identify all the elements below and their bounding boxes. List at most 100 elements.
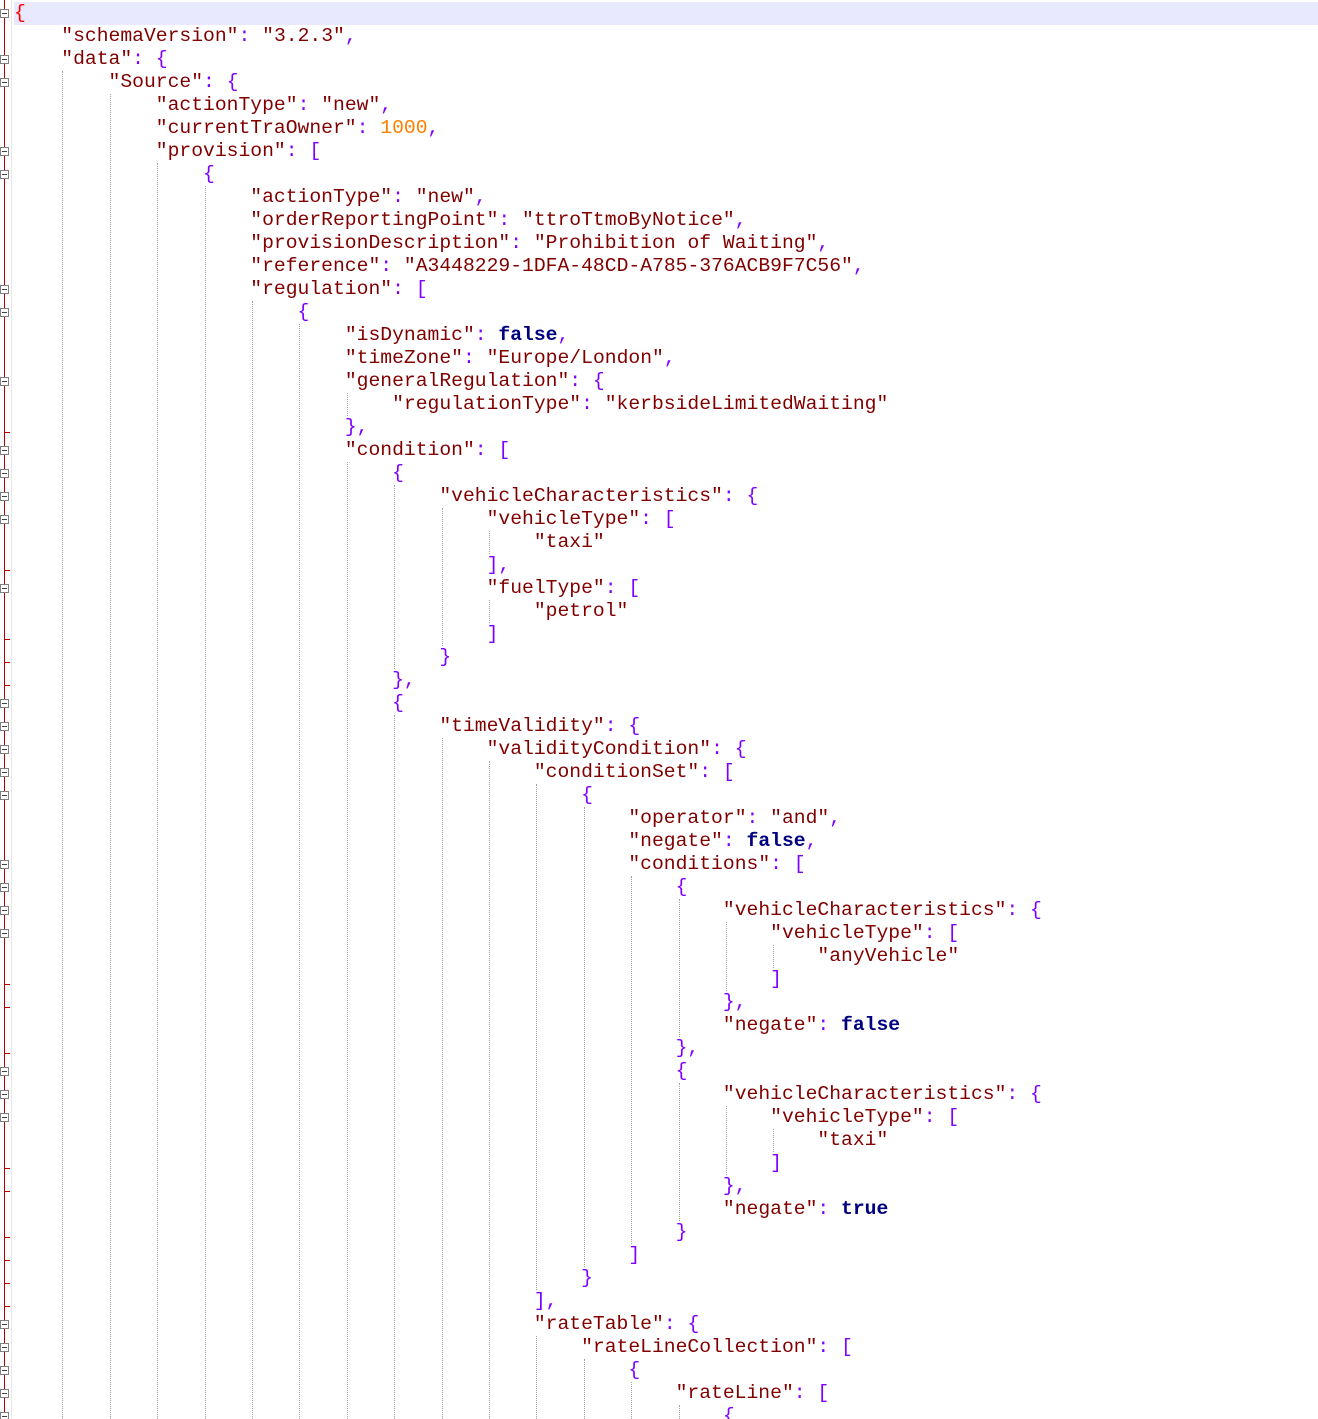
code-line[interactable]: "conditions": [ bbox=[14, 853, 805, 876]
code-line[interactable]: "actionType": "new", bbox=[14, 186, 486, 209]
fold-toggle-icon[interactable] bbox=[0, 1113, 9, 1122]
code-line[interactable]: "generalRegulation": { bbox=[14, 370, 605, 393]
code-line[interactable]: }, bbox=[14, 416, 369, 439]
code-line[interactable]: } bbox=[14, 1267, 593, 1290]
code-line[interactable]: { bbox=[14, 301, 310, 324]
code-line[interactable]: "rateLine": [ bbox=[14, 1382, 830, 1405]
code-line[interactable]: "regulationType": "kerbsideLimitedWaitin… bbox=[14, 393, 888, 416]
fold-toggle-icon[interactable] bbox=[0, 55, 9, 64]
fold-toggle-icon[interactable] bbox=[0, 78, 9, 87]
code-line[interactable]: "vehicleType": [ bbox=[14, 1106, 959, 1129]
code-line[interactable]: "anyVehicle" bbox=[14, 945, 959, 968]
code-line[interactable]: "rateTable": { bbox=[14, 1313, 699, 1336]
code-line[interactable]: } bbox=[14, 1221, 688, 1244]
code-line[interactable]: { bbox=[14, 692, 404, 715]
fold-toggle-icon[interactable] bbox=[0, 883, 9, 892]
code-line[interactable]: "provision": [ bbox=[14, 140, 321, 163]
fold-toggle-icon[interactable] bbox=[0, 308, 9, 317]
code-line[interactable]: "petrol" bbox=[14, 600, 629, 623]
fold-toggle-icon[interactable] bbox=[0, 1389, 9, 1398]
code-line[interactable]: "vehicleType": [ bbox=[14, 922, 959, 945]
code-area[interactable]: { "schemaVersion": "3.2.3", "data": { "S… bbox=[14, 0, 1318, 1419]
fold-toggle-icon[interactable] bbox=[0, 9, 9, 18]
fold-toggle-icon[interactable] bbox=[0, 1090, 9, 1099]
code-line[interactable]: "currentTraOwner": 1000, bbox=[14, 117, 440, 140]
code-line[interactable]: "taxi" bbox=[14, 531, 605, 554]
code-line[interactable]: "reference": "A3448229-1DFA-48CD-A785-37… bbox=[14, 255, 864, 278]
code-line[interactable]: "provisionDescription": "Prohibition of … bbox=[14, 232, 829, 255]
code-line[interactable]: }, bbox=[14, 1037, 700, 1060]
code-line[interactable]: "isDynamic": false, bbox=[14, 324, 570, 347]
code-line[interactable]: ] bbox=[14, 623, 499, 646]
fold-toggle-icon[interactable] bbox=[0, 768, 9, 777]
code-line[interactable]: "vehicleCharacteristics": { bbox=[14, 899, 1042, 922]
fold-toggle-icon[interactable] bbox=[0, 285, 9, 294]
code-line[interactable]: ] bbox=[14, 1152, 782, 1175]
fold-toggle-icon[interactable] bbox=[0, 699, 9, 708]
code-line[interactable]: "vehicleCharacteristics": { bbox=[14, 1083, 1042, 1106]
fold-toggle-icon[interactable] bbox=[0, 446, 9, 455]
code-line[interactable]: } bbox=[14, 646, 451, 669]
token-op: : [ bbox=[640, 508, 676, 530]
code-line[interactable]: ] bbox=[14, 1244, 640, 1267]
code-line[interactable]: }, bbox=[14, 669, 416, 692]
token-key: "negate" bbox=[722, 1198, 818, 1220]
fold-toggle-icon[interactable] bbox=[0, 147, 9, 156]
fold-toggle-icon[interactable] bbox=[0, 791, 9, 800]
code-line[interactable]: "condition": [ bbox=[14, 439, 510, 462]
fold-toggle-icon[interactable] bbox=[0, 584, 9, 593]
code-line[interactable]: { bbox=[14, 1359, 640, 1382]
code-line[interactable]: "negate": false bbox=[14, 1014, 900, 1037]
code-line[interactable]: }, bbox=[14, 1175, 747, 1198]
fold-toggle-icon[interactable] bbox=[0, 906, 9, 915]
token-key: "vehicleCharacteristics" bbox=[439, 485, 723, 507]
code-line[interactable]: { bbox=[14, 1060, 688, 1083]
code-line[interactable]: "vehicleType": [ bbox=[14, 508, 676, 531]
code-line[interactable]: "taxi" bbox=[14, 1129, 888, 1152]
code-line[interactable]: "data": { bbox=[14, 48, 167, 71]
code-line[interactable]: ] bbox=[14, 968, 782, 991]
code-line[interactable]: "validityCondition": { bbox=[14, 738, 747, 761]
fold-toggle-icon[interactable] bbox=[0, 1412, 9, 1419]
fold-toggle-icon[interactable] bbox=[0, 377, 9, 386]
fold-toggle-icon[interactable] bbox=[0, 722, 9, 731]
code-line[interactable]: { bbox=[14, 163, 215, 186]
indent-guide bbox=[773, 945, 775, 968]
code-line[interactable]: "fuelType": [ bbox=[14, 577, 641, 600]
fold-toggle-icon[interactable] bbox=[0, 1320, 9, 1329]
fold-toggle-icon[interactable] bbox=[0, 170, 9, 179]
code-line[interactable]: "operator": "and", bbox=[14, 807, 841, 830]
code-line[interactable]: "regulation": [ bbox=[14, 278, 427, 301]
code-line[interactable]: "vehicleCharacteristics": { bbox=[14, 485, 758, 508]
code-line[interactable]: "negate": true bbox=[14, 1198, 888, 1221]
code-line[interactable]: { bbox=[14, 462, 404, 485]
code-line[interactable]: "actionType": "new", bbox=[14, 94, 392, 117]
code-line[interactable]: "negate": false, bbox=[14, 830, 817, 853]
fold-toggle-icon[interactable] bbox=[0, 1366, 9, 1375]
code-line[interactable]: ], bbox=[14, 554, 511, 577]
fold-toggle-icon[interactable] bbox=[0, 469, 9, 478]
code-line[interactable]: { bbox=[14, 784, 593, 807]
fold-toggle-icon[interactable] bbox=[0, 745, 9, 754]
code-line[interactable]: { bbox=[14, 876, 688, 899]
fold-toggle-icon[interactable] bbox=[0, 515, 9, 524]
fold-toggle-icon[interactable] bbox=[0, 492, 9, 501]
code-line[interactable]: "rateLineCollection": [ bbox=[14, 1336, 853, 1359]
code-line[interactable]: "timeZone": "Europe/London", bbox=[14, 347, 676, 370]
code-line[interactable]: { bbox=[14, 2, 1318, 25]
fold-toggle-icon[interactable] bbox=[0, 1067, 9, 1076]
fold-toggle-icon[interactable] bbox=[0, 929, 9, 938]
code-line[interactable]: "conditionSet": [ bbox=[14, 761, 735, 784]
code-line[interactable]: "orderReportingPoint": "ttroTtmoByNotice… bbox=[14, 209, 746, 232]
code-line[interactable]: }, bbox=[14, 991, 747, 1014]
fold-toggle-icon[interactable] bbox=[0, 860, 9, 869]
fold-margin[interactable] bbox=[0, 0, 12, 1419]
code-line[interactable]: { bbox=[14, 1405, 735, 1419]
code-line[interactable]: "timeValidity": { bbox=[14, 715, 640, 738]
code-line[interactable]: ], bbox=[14, 1290, 558, 1313]
code-line[interactable]: "schemaVersion": "3.2.3", bbox=[14, 25, 356, 48]
token-key: "vehicleCharacteristics" bbox=[722, 899, 1007, 921]
code-line[interactable]: "Source": { bbox=[14, 71, 239, 94]
fold-toggle-icon[interactable] bbox=[0, 1343, 9, 1352]
